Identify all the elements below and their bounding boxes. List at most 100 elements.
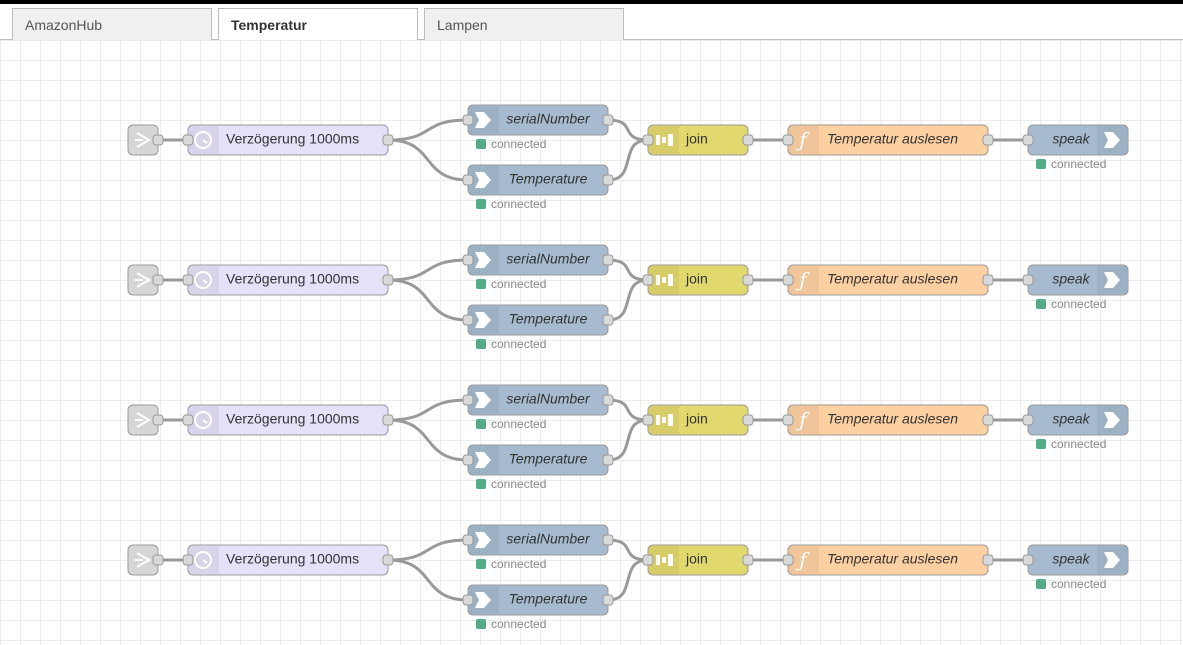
serial-input-port[interactable]: [462, 114, 474, 126]
status-text: connected: [491, 337, 546, 351]
serial-output-port[interactable]: [602, 254, 614, 266]
wire[interactable]: [387, 118, 469, 142]
speak-input-port[interactable]: [1022, 414, 1034, 426]
wire[interactable]: [387, 278, 469, 322]
function-output-port[interactable]: [982, 274, 994, 286]
speak-label: speak: [1052, 551, 1090, 567]
status-text: connected: [491, 557, 546, 571]
delay-label: Verzögerung 1000ms: [226, 551, 359, 567]
join-input-port[interactable]: [642, 554, 654, 566]
serial-output-port[interactable]: [602, 114, 614, 126]
wire[interactable]: [387, 558, 469, 602]
wire[interactable]: [607, 398, 649, 422]
flow-row: Verzögerung 1000msserialNumberconnectedT…: [127, 104, 1129, 211]
function-label: Temperatur auslesen: [827, 131, 958, 147]
serial-output-port[interactable]: [602, 534, 614, 546]
wire[interactable]: [387, 418, 469, 462]
temperature-output-port[interactable]: [602, 594, 614, 606]
temperature-input-port[interactable]: [462, 594, 474, 606]
wire[interactable]: [387, 398, 469, 422]
delay-input-port[interactable]: [182, 554, 194, 566]
function-icon: ƒ: [795, 548, 810, 572]
serial-output-port[interactable]: [602, 394, 614, 406]
temperature-input-port[interactable]: [462, 454, 474, 466]
temperature-input-port[interactable]: [462, 314, 474, 326]
join-input-port[interactable]: [642, 274, 654, 286]
join-output-port[interactable]: [742, 134, 754, 146]
status-dot: [476, 139, 486, 149]
inject-icon: [135, 412, 151, 428]
tab-lampen[interactable]: Lampen: [424, 8, 624, 40]
delay-output-port[interactable]: [382, 134, 394, 146]
function-input-port[interactable]: [782, 554, 794, 566]
inject-output-port[interactable]: [152, 554, 164, 566]
speak-input-port[interactable]: [1022, 134, 1034, 146]
function-output-port[interactable]: [982, 414, 994, 426]
function-input-port[interactable]: [782, 274, 794, 286]
temperature-output-port[interactable]: [602, 174, 614, 186]
arrow-right-icon: [475, 252, 491, 268]
temperature-input-port[interactable]: [462, 174, 474, 186]
temperature-label: Temperature: [509, 171, 588, 187]
wire[interactable]: [387, 538, 469, 562]
join-output-port[interactable]: [742, 274, 754, 286]
status-text: connected: [1051, 157, 1106, 171]
function-label: Temperatur auslesen: [827, 411, 958, 427]
join-input-port[interactable]: [642, 134, 654, 146]
join-label: join: [685, 411, 708, 427]
temperature-output-port[interactable]: [602, 314, 614, 326]
delay-input-port[interactable]: [182, 134, 194, 146]
function-output-port[interactable]: [982, 134, 994, 146]
temperature-label: Temperature: [509, 311, 588, 327]
temperature-output-port[interactable]: [602, 454, 614, 466]
timer-icon: [194, 131, 212, 149]
delay-input-port[interactable]: [182, 414, 194, 426]
delay-output-port[interactable]: [382, 554, 394, 566]
inject-output-port[interactable]: [152, 134, 164, 146]
tab-amazonhub[interactable]: AmazonHub: [12, 8, 212, 40]
flow-canvas[interactable]: Verzögerung 1000msserialNumberconnectedT…: [0, 40, 1183, 645]
timer-hand: [202, 139, 208, 144]
serial-input-port[interactable]: [462, 254, 474, 266]
join-output-port[interactable]: [742, 554, 754, 566]
serial-input-port[interactable]: [462, 534, 474, 546]
inject-output-port[interactable]: [152, 274, 164, 286]
delay-output-port[interactable]: [382, 414, 394, 426]
join-input-port[interactable]: [642, 414, 654, 426]
speak-input-port[interactable]: [1022, 274, 1034, 286]
tab-temperatur[interactable]: Temperatur: [218, 8, 418, 41]
arrow-right-icon: [475, 312, 491, 328]
join-label: join: [685, 131, 708, 147]
wire[interactable]: [387, 258, 469, 282]
function-output-port[interactable]: [982, 554, 994, 566]
timer-hand: [202, 559, 208, 564]
speak-input-port[interactable]: [1022, 554, 1034, 566]
join-output-port[interactable]: [742, 414, 754, 426]
delay-label: Verzögerung 1000ms: [226, 271, 359, 287]
wire[interactable]: [607, 258, 649, 282]
timer-hand: [202, 279, 208, 284]
flow-row: Verzögerung 1000msserialNumberconnectedT…: [127, 524, 1129, 631]
delay-input-port[interactable]: [182, 274, 194, 286]
serial-input-port[interactable]: [462, 394, 474, 406]
function-input-port[interactable]: [782, 134, 794, 146]
wire[interactable]: [607, 538, 649, 562]
inject-icon: [135, 272, 151, 288]
arrow-right-icon: [475, 172, 491, 188]
temperature-label: Temperature: [509, 591, 588, 607]
delay-output-port[interactable]: [382, 274, 394, 286]
wire[interactable]: [607, 118, 649, 142]
wire[interactable]: [387, 138, 469, 182]
wire[interactable]: [607, 278, 649, 322]
wire[interactable]: [607, 558, 649, 602]
wire[interactable]: [607, 138, 649, 182]
inject-output-port[interactable]: [152, 414, 164, 426]
status-text: connected: [491, 417, 546, 431]
arrow-right-icon: [1104, 272, 1120, 288]
wire[interactable]: [607, 418, 649, 462]
status-text: connected: [491, 197, 546, 211]
function-input-port[interactable]: [782, 414, 794, 426]
status-text: connected: [491, 617, 546, 631]
delay-label: Verzögerung 1000ms: [226, 411, 359, 427]
status-dot: [1036, 299, 1046, 309]
